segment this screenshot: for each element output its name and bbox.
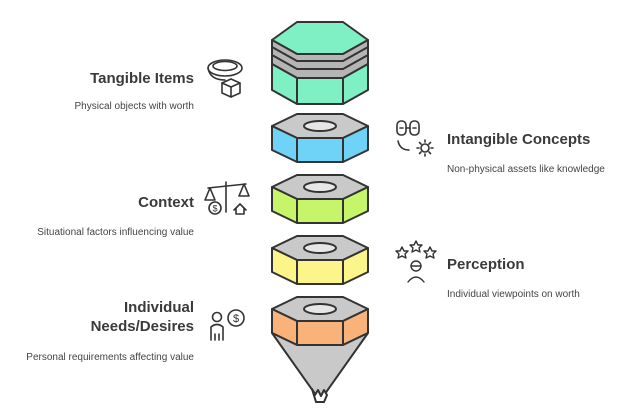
segment-intangible-concepts: [271, 113, 369, 163]
segment-tangible-items: [271, 21, 369, 105]
ring-and-box-icon: [207, 59, 243, 98]
perception-title: Perception: [447, 256, 525, 273]
svg-text:$: $: [233, 313, 239, 325]
tangible-items-description: Physical objects with worth: [74, 101, 195, 112]
context-title: Context: [138, 194, 194, 211]
individual-needs-title: Individual Needs/Desires: [90, 299, 194, 335]
scale-balance-icon: $: [204, 181, 250, 215]
segment-context: [271, 174, 369, 224]
segment-perception: [271, 235, 369, 285]
intangible-concepts-description: Non-physical assets like knowledge: [447, 164, 605, 175]
pencil-tip: [271, 332, 369, 403]
svg-text:$: $: [212, 204, 217, 214]
context-description: Situational factors influencing value: [37, 227, 194, 238]
person-dollar-icon: $: [210, 309, 245, 341]
segment-individual-needs: [271, 296, 369, 346]
perception-description: Individual viewpoints on worth: [447, 289, 580, 300]
ideas-gear-icon: [396, 120, 434, 157]
individual-needs-description: Personal requirements affecting value: [26, 352, 194, 363]
intangible-concepts-title: Intangible Concepts: [447, 131, 591, 148]
stars-person-icon: [395, 240, 437, 283]
tangible-items-title: Tangible Items: [90, 70, 194, 87]
